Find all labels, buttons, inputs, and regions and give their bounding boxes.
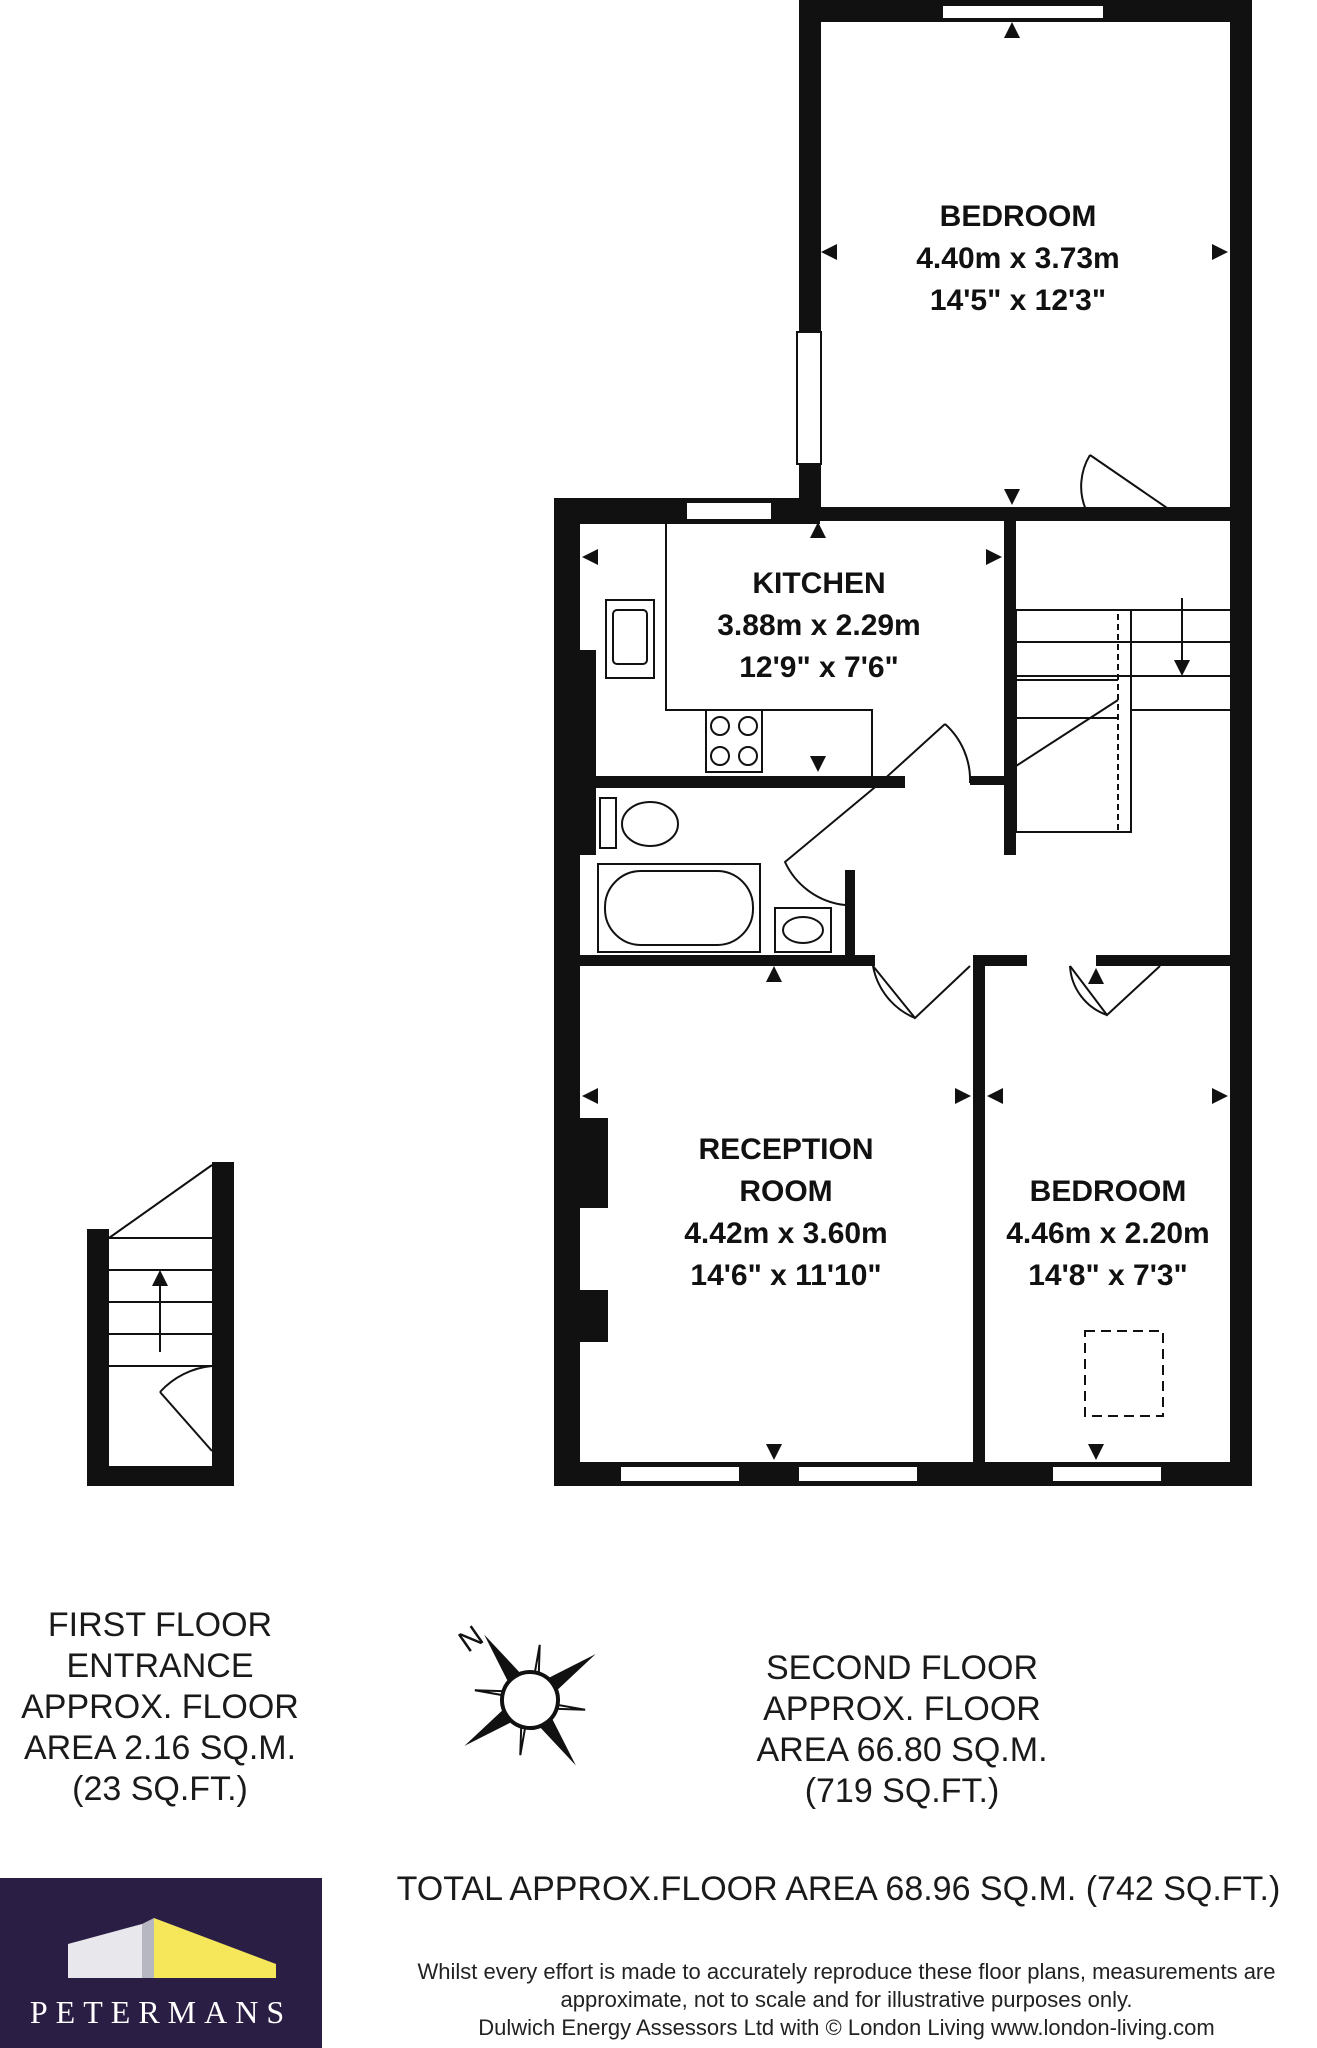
compass-rose: [464, 1634, 596, 1766]
first-floor-line: FIRST FLOOR: [47, 1606, 273, 1644]
compass-north-label: N: [453, 1619, 490, 1658]
first-floor-line: AREA 2.16 SQ.M.: [23, 1729, 297, 1767]
room-imperial: 12'9" x 7'6": [739, 651, 899, 684]
hob-icon: [710, 716, 758, 766]
room-metric: 3.88m x 2.29m: [717, 609, 920, 642]
first-floor-line: (23 SQ.FT.): [72, 1770, 248, 1808]
first-floor-line: ENTRANCE: [66, 1647, 254, 1685]
room-kitchen: KITCHEN 3.88m x 2.29m 12'9" x 7'6": [717, 567, 920, 684]
first-floor-entrance: [87, 1162, 234, 1486]
second-floor-line: AREA 66.80 SQ.M.: [756, 1731, 1048, 1769]
room-name: BEDROOM: [1030, 1175, 1187, 1208]
dimension-arrows: [582, 22, 1228, 1460]
disclaimer-line: Whilst every effort is made to accuratel…: [417, 1959, 1276, 1984]
kitchen-counters: [605, 522, 873, 776]
room-bedroom-top: BEDROOM 4.40m x 3.73m 14'5" x 12'3": [916, 200, 1119, 317]
petermans-logo: PETERMANS: [0, 1878, 322, 2048]
bathroom-fixtures: [597, 797, 832, 953]
staircase: [1015, 598, 1230, 833]
disclaimer-line: approximate, not to scale and for illust…: [560, 1987, 1133, 2012]
total-floor-area: TOTAL APPROX.FLOOR AREA 68.96 SQ.M. (742…: [396, 1870, 1281, 1908]
room-name: RECEPTION: [698, 1133, 873, 1166]
room-bedroom-small: BEDROOM 4.46m x 2.20m 14'8" x 7'3": [1006, 1175, 1209, 1292]
loft-hatch: [1084, 1330, 1164, 1417]
logo-mark: [68, 1918, 276, 1978]
room-name: BEDROOM: [940, 200, 1097, 233]
second-floor-line: (719 SQ.FT.): [804, 1772, 1000, 1810]
first-floor-area-text: FIRST FLOOR ENTRANCE APPROX. FLOOR AREA …: [10, 1605, 310, 1810]
first-floor-line: APPROX. FLOOR: [21, 1688, 299, 1726]
room-reception: RECEPTION ROOM 4.42m x 3.60m 14'6" x 11'…: [684, 1133, 887, 1292]
room-imperial: 14'8" x 7'3": [1028, 1259, 1188, 1292]
second-floor-area-text: SECOND FLOOR APPROX. FLOOR AREA 66.80 SQ…: [742, 1648, 1062, 1812]
room-imperial: 14'5" x 12'3": [930, 284, 1106, 317]
disclaimer-line: Dulwich Energy Assessors Ltd with © Lond…: [478, 2015, 1215, 2040]
disclaimer: Whilst every effort is made to accuratel…: [376, 1958, 1317, 2042]
doors: [783, 454, 1171, 1020]
room-imperial: 14'6" x 11'10": [690, 1259, 881, 1292]
room-metric: 4.46m x 2.20m: [1006, 1217, 1209, 1250]
logo-wordmark: PETERMANS: [29, 1994, 293, 2030]
windows: [619, 4, 1163, 1483]
room-name: KITCHEN: [752, 567, 885, 600]
room-metric: 4.42m x 3.60m: [684, 1217, 887, 1250]
room-metric: 4.40m x 3.73m: [916, 242, 1119, 275]
second-floor-line: SECOND FLOOR: [765, 1649, 1039, 1687]
room-name-line2: ROOM: [739, 1175, 832, 1208]
second-floor-line: APPROX. FLOOR: [763, 1690, 1041, 1728]
